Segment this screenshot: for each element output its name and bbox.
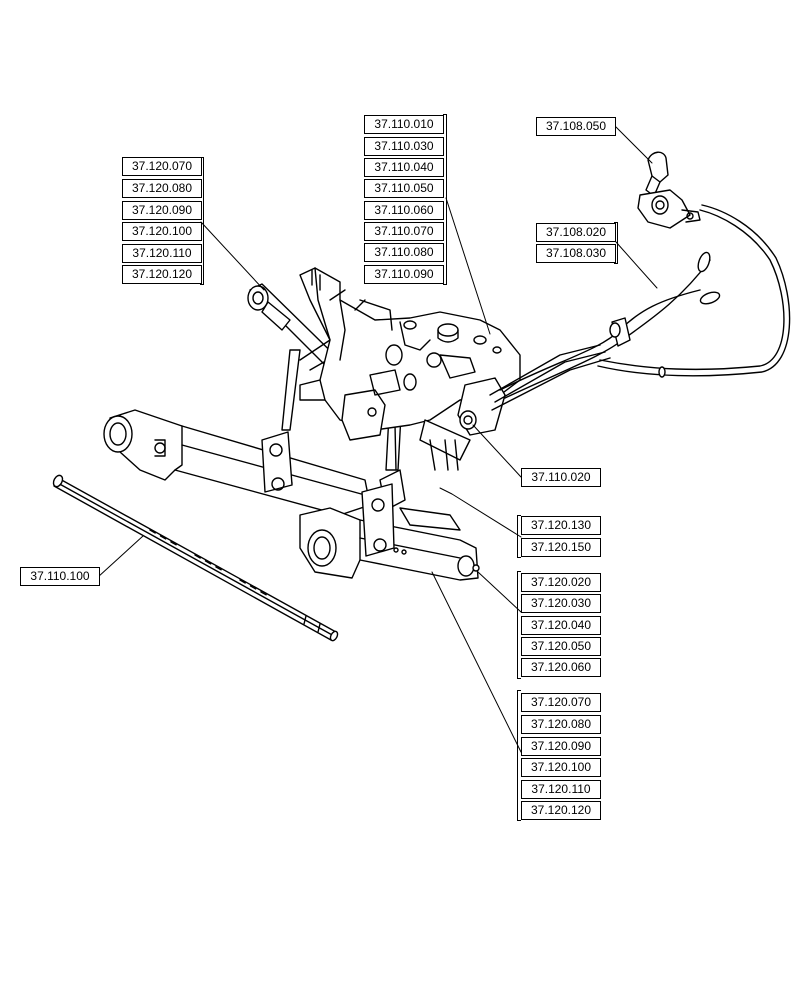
part-label[interactable]: 37.110.070	[364, 222, 444, 241]
part-label[interactable]: 37.108.030	[536, 244, 616, 263]
part-label[interactable]: 37.120.110	[122, 244, 202, 263]
bracket	[517, 515, 521, 558]
bracket	[443, 114, 447, 285]
part-label[interactable]: 37.120.130	[521, 516, 601, 535]
cross-shaft-drawing	[52, 474, 339, 642]
part-label[interactable]: 37.120.040	[521, 616, 601, 635]
part-label[interactable]: 37.110.030	[364, 137, 444, 156]
part-label[interactable]: 37.120.060	[521, 658, 601, 677]
bracket	[517, 690, 521, 821]
part-label[interactable]: 37.110.050	[364, 179, 444, 198]
part-label[interactable]: 37.110.090	[364, 265, 444, 284]
part-label[interactable]: 37.120.150	[521, 538, 601, 557]
part-label[interactable]: 37.120.100	[122, 222, 202, 241]
part-label[interactable]: 37.120.030	[521, 594, 601, 613]
leader-lines	[97, 126, 658, 753]
part-label[interactable]: 37.120.110	[521, 780, 601, 799]
part-label[interactable]: 37.120.080	[122, 179, 202, 198]
part-label[interactable]: 37.120.070	[521, 693, 601, 712]
left-lower-link-drawing	[103, 409, 371, 516]
part-label[interactable]: 37.110.060	[364, 201, 444, 220]
part-label[interactable]: 37.110.020	[521, 468, 601, 487]
part-label[interactable]: 37.120.120	[521, 801, 601, 820]
part-label[interactable]: 37.108.020	[536, 223, 616, 242]
part-label[interactable]: 37.108.050	[536, 117, 616, 136]
bracket	[200, 157, 204, 285]
part-label[interactable]: 37.120.090	[521, 737, 601, 756]
part-label[interactable]: 37.120.070	[122, 157, 202, 176]
part-label[interactable]: 37.110.010	[364, 115, 444, 134]
part-label[interactable]: 37.120.050	[521, 637, 601, 656]
bracket	[614, 222, 618, 264]
part-label[interactable]: 37.120.100	[521, 758, 601, 777]
control-lever-drawing	[637, 151, 701, 229]
part-label[interactable]: 37.120.120	[122, 265, 202, 284]
part-label[interactable]: 37.110.040	[364, 158, 444, 177]
part-label[interactable]: 37.110.100	[20, 567, 100, 586]
control-cables-drawing	[499, 204, 791, 399]
part-label[interactable]: 37.120.080	[521, 715, 601, 734]
part-label[interactable]: 37.120.020	[521, 573, 601, 592]
part-label[interactable]: 37.110.080	[364, 243, 444, 262]
valve-block-drawing	[419, 344, 611, 471]
part-label[interactable]: 37.120.090	[122, 201, 202, 220]
bracket	[517, 571, 521, 679]
